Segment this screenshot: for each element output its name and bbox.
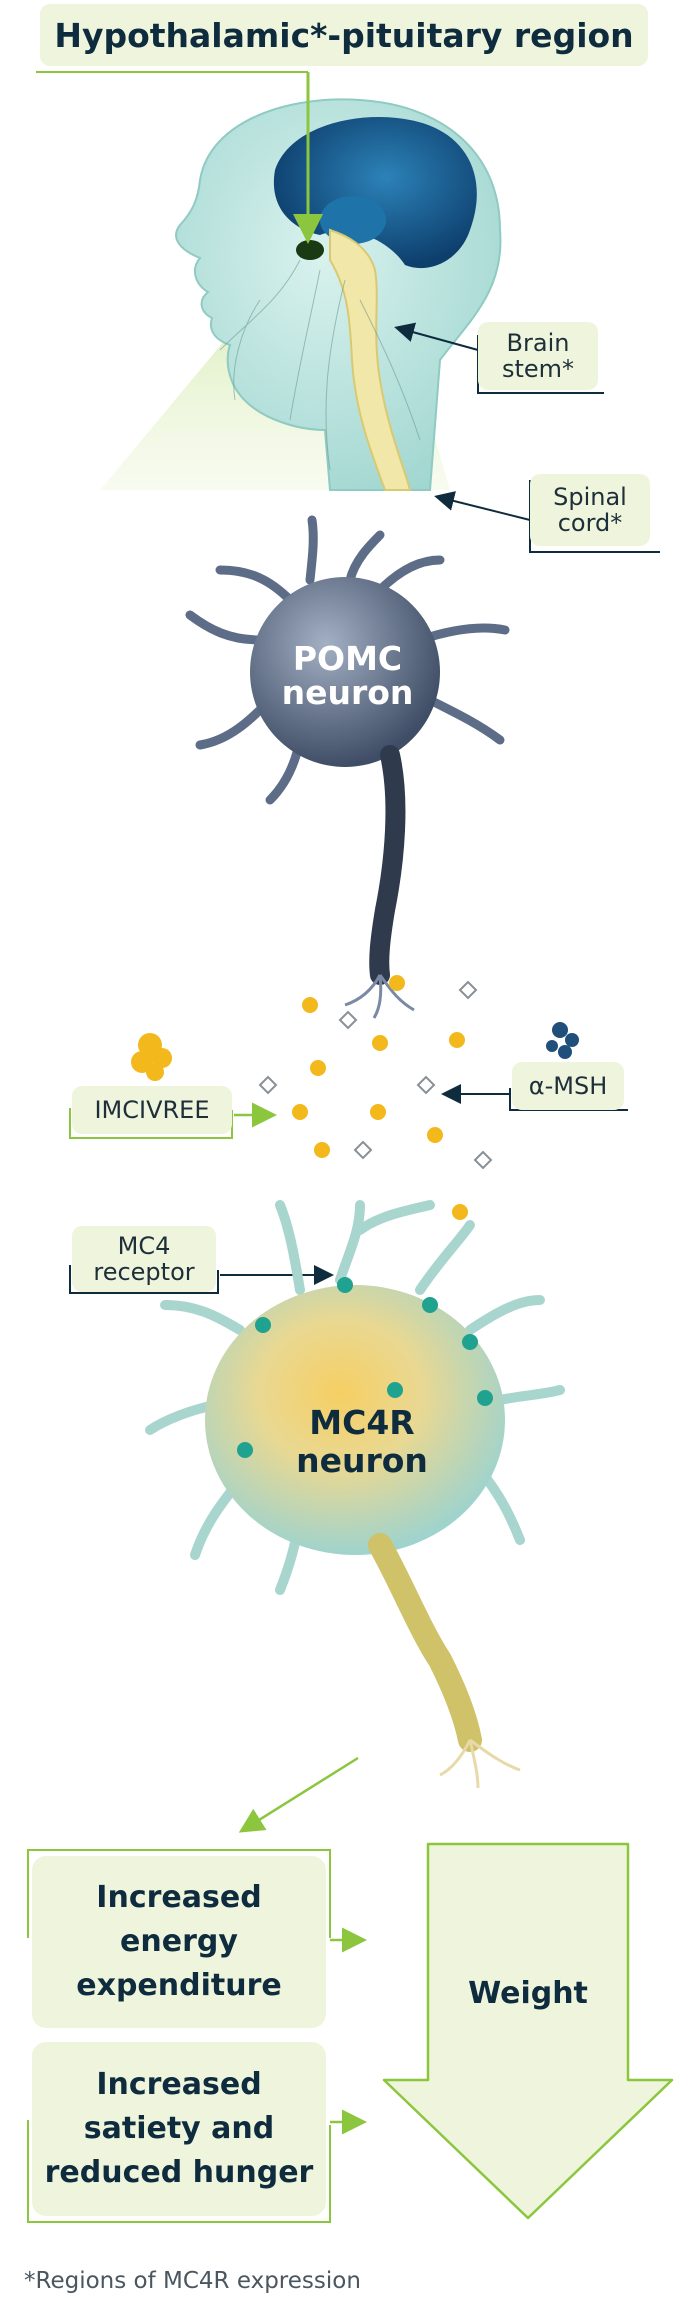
footnote: *Regions of MC4R expression — [24, 2268, 361, 2294]
imcivree-label: IMCIVREE — [72, 1086, 232, 1134]
mc4-receptor-bracket — [69, 1265, 219, 1294]
spinal-cord-label: Spinal cord* — [530, 474, 650, 546]
alpha-msh-bracket — [509, 1088, 628, 1111]
pomc-cell-body — [250, 577, 440, 767]
weight-down-arrow — [382, 1842, 674, 2220]
spinal-cord-arrow — [434, 491, 531, 521]
mc4r-neuron — [145, 1200, 565, 1789]
head-illustration — [100, 98, 502, 491]
pomc-axon — [369, 745, 406, 985]
pomc-neuron — [185, 515, 510, 1019]
page-title: Hypothalamic*-pituitary region — [40, 4, 648, 66]
pomc-axon-terminals — [344, 974, 415, 1019]
page-title-text: Hypothalamic*-pituitary region — [54, 15, 634, 55]
alpha-msh-label: α-MSH — [512, 1062, 624, 1110]
mc4-receptors — [237, 1277, 493, 1458]
mc4r-neuron-label: MC4R neuron — [296, 1403, 428, 1480]
mc4-receptor-label: MC4 receptor — [72, 1226, 216, 1292]
satiety-bracket — [27, 2120, 331, 2223]
mc4r-axon — [368, 1533, 482, 1752]
yellow-peptides — [292, 975, 468, 1220]
hypothalamus-marker — [296, 240, 324, 260]
energy-bracket — [27, 1849, 331, 1938]
brain-stem-arrow — [394, 322, 479, 351]
mc4r-axon-terminals — [439, 1738, 521, 1789]
nerve-network — [219, 259, 421, 471]
weight-label: Weight — [468, 1976, 588, 2011]
imcivree-molecule-cluster — [131, 1033, 172, 1081]
pomc-neuron-label: POMC neuron — [281, 639, 414, 712]
outcome-pointer-arrow — [238, 1756, 359, 1833]
imcivree-bracket — [69, 1108, 233, 1139]
mc4r-cell-body — [205, 1285, 505, 1555]
energy-expenditure-box: Increased energy expenditure — [32, 1856, 326, 2028]
peptide-cloud — [131, 975, 579, 1220]
brain-stem — [329, 228, 412, 491]
satiety-box: Increased satiety and reduced hunger — [32, 2042, 326, 2216]
alpha-msh-peptides — [258, 980, 493, 1170]
alpha-msh-icon-molecule — [546, 1022, 579, 1059]
brain-stem-label: Brain stem* — [478, 322, 598, 390]
